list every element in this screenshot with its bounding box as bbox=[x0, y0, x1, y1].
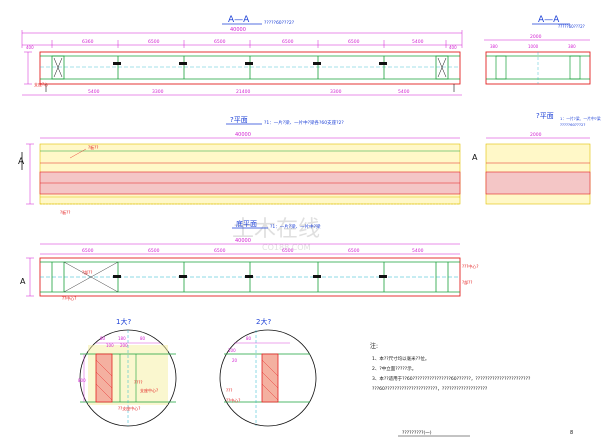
bottom-label-b: ??中心? bbox=[62, 295, 76, 301]
plan-label-a: ?板?? bbox=[88, 144, 98, 150]
watermark-text: 土木在线 bbox=[232, 217, 320, 242]
dim-seg-4: 6500 bbox=[282, 39, 294, 45]
section-a-a: A—A ?????60???2? 40000 6360 6500 6500 65… bbox=[21, 15, 463, 96]
dim-seg-1: 6360 bbox=[82, 39, 94, 45]
bp-dim-2: 6500 bbox=[148, 248, 160, 254]
detail2-title: 2大? bbox=[256, 317, 271, 326]
dim-seg-2: 6500 bbox=[148, 39, 160, 45]
dim-seg-6: 5400 bbox=[412, 39, 424, 45]
dim-bot-5: 5400 bbox=[398, 89, 410, 95]
dim-bot-2: 3300 bbox=[152, 89, 164, 95]
det1-label-b: 支座中心? bbox=[140, 387, 158, 393]
sheet-number: 8 bbox=[570, 430, 573, 436]
marker-a-left: A bbox=[18, 157, 25, 167]
bottom-plan-title: 底平面 bbox=[236, 219, 257, 228]
top-plan-right-dim: 2000 bbox=[530, 132, 542, 138]
dim-seg-3: 6500 bbox=[214, 39, 226, 45]
note-2: 2、?中立面?????示。 bbox=[372, 365, 416, 372]
detail-2: 2大? 80 100 20 ??? ??中心? bbox=[219, 317, 317, 427]
bp-dim-6: 5400 bbox=[412, 248, 424, 254]
det2-dim-3: 20 bbox=[232, 358, 238, 363]
detail-1: 1大? 80 180 80 100 200 800 ???? 支座中心? ??支… bbox=[78, 317, 177, 427]
bp-dim-5: 6500 bbox=[348, 248, 360, 254]
dim-right-total: 2000 bbox=[530, 34, 542, 40]
dim-total: 40000 bbox=[230, 27, 246, 33]
bottom-plan: 底平面 ?1：一片?梁、一片中?梁 40000 6500 6500 6500 6… bbox=[20, 219, 479, 301]
det1-dim-4: 100 bbox=[106, 343, 114, 348]
dim-bot-3: 21400 bbox=[236, 89, 250, 95]
watermark: 土木在线 CO188.COM bbox=[232, 217, 320, 252]
section-a-a-right: A—A ?????60???2? 2000 380 1000 380 bbox=[484, 15, 591, 85]
section-title: A—A bbox=[228, 15, 250, 25]
bp-dim-3: 6500 bbox=[214, 248, 226, 254]
det2-dim-1: 80 bbox=[246, 336, 252, 341]
support-label-left: 支座?心 bbox=[34, 81, 48, 87]
det1-dim-3: 80 bbox=[140, 336, 146, 341]
bp-dim-4: 6500 bbox=[282, 248, 294, 254]
section-note: ?????60???2? bbox=[264, 20, 295, 26]
det1-dim-5: 200 bbox=[120, 343, 128, 348]
top-plan-right-note: 1：一片?梁、一片中?梁 bbox=[560, 116, 601, 121]
notes-block: 注: 1、本??尺寸均以毫米??位。 2、?中立面?????示。 3、本??适用… bbox=[370, 342, 531, 392]
marker-a-left-2: A bbox=[20, 277, 26, 286]
dim-right-seg2: 1000 bbox=[528, 44, 539, 49]
det1-label-a: ???? bbox=[134, 380, 143, 385]
footer-title: ?????????(一) bbox=[402, 430, 432, 436]
plan-label-b: ?板?? bbox=[60, 209, 70, 215]
bottom-plan-note: ?1：一片?梁、一片中?梁 bbox=[270, 223, 321, 230]
det2-label-a: ??? bbox=[226, 388, 232, 393]
top-plan-right-note2: ?????60???2? bbox=[560, 122, 585, 127]
dim-seg-5: 6500 bbox=[348, 39, 360, 45]
watermark-sub: CO188.COM bbox=[262, 243, 311, 252]
dim-end-left: 400 bbox=[26, 45, 34, 50]
note-3: 3、本??适用于??60????????????????60??????，???… bbox=[372, 375, 531, 382]
dim-right-seg1: 380 bbox=[490, 44, 498, 49]
bp-dim-total: 40000 bbox=[235, 238, 251, 244]
dim-bot-4: 3300 bbox=[330, 89, 342, 95]
dim-end-right: 400 bbox=[449, 45, 457, 50]
bottom-label-c: ???中心? bbox=[462, 263, 479, 269]
top-plan-right: ?平面 1：一片?梁、一片中?梁 ?????60???2? 2000 A bbox=[472, 112, 601, 205]
det2-label-b: ??中心? bbox=[226, 397, 240, 403]
dim-right-seg3: 380 bbox=[568, 44, 576, 49]
top-plan-dim: 40000 bbox=[235, 132, 251, 138]
dim-bot-1: 5400 bbox=[88, 89, 100, 95]
detail1-title: 1大? bbox=[116, 317, 131, 326]
top-plan-right-title: ?平面 bbox=[536, 112, 554, 120]
section-title-right: A—A bbox=[538, 15, 560, 25]
det1-dim-2: 180 bbox=[118, 336, 126, 341]
top-plan-title: ?平面 bbox=[230, 116, 248, 124]
bottom-label-d: ?部?? bbox=[462, 279, 472, 285]
section-note-right: ?????60???2? bbox=[558, 24, 585, 29]
top-plan: ?平面 ?1：一片?梁、一片中?梁各?60支座?2? 40000 A ?板?? … bbox=[18, 116, 461, 215]
bp-dim-1: 6500 bbox=[82, 248, 94, 254]
top-plan-note: ?1：一片?梁、一片中?梁各?60支座?2? bbox=[264, 119, 344, 126]
det1-label-c: ??支座中心? bbox=[118, 405, 140, 411]
det2-dim-2: 100 bbox=[228, 348, 236, 353]
note-1: 1、本??尺寸均以毫米??位。 bbox=[372, 355, 429, 362]
det1-dim-6: 800 bbox=[78, 378, 86, 383]
det1-dim-1: 80 bbox=[100, 336, 106, 341]
footer: ?????????(一) 8 bbox=[398, 430, 573, 437]
bottom-label-a: ?部?? bbox=[82, 269, 92, 275]
notes-title: 注: bbox=[370, 342, 378, 350]
note-4: ???60??????????????????????，????????????… bbox=[372, 386, 488, 392]
marker-a-right: A bbox=[472, 153, 478, 162]
